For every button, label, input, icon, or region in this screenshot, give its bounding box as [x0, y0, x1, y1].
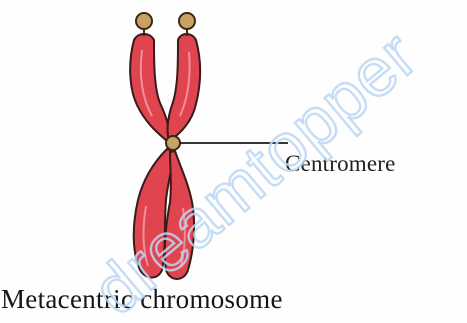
upper-right-chromatid-arm	[168, 34, 201, 141]
centromere	[166, 136, 180, 150]
diagram-caption: Metacentric chromosome	[1, 284, 283, 315]
left-telomere-knob	[136, 13, 152, 29]
upper-left-chromatid-arm	[130, 34, 169, 141]
centromere-label: Centromere	[285, 151, 396, 177]
right-telomere-knob	[179, 13, 195, 29]
